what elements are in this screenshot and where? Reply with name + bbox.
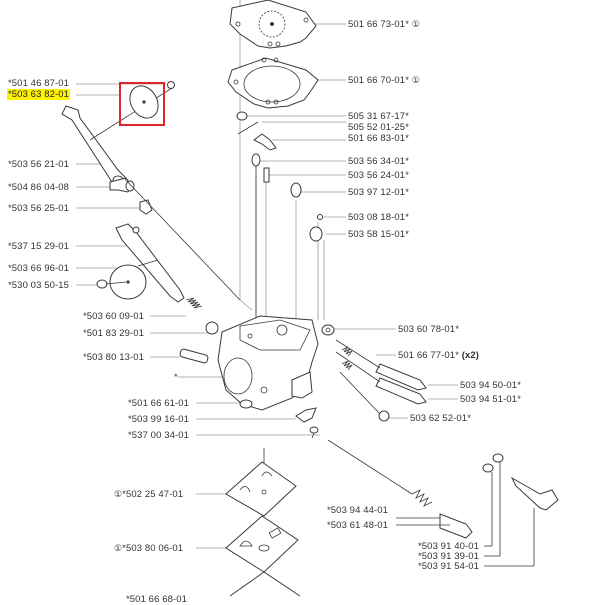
part-number: 501 66 73-01* <box>348 19 409 30</box>
part-label[interactable]: 503 08 18-01* <box>348 212 409 223</box>
part-label[interactable]: *503 66 96-01 <box>8 263 69 274</box>
part-label[interactable]: 501 66 73-01* ① <box>348 19 420 30</box>
part-label-highlighted[interactable]: *503 63 82-01 <box>7 89 70 100</box>
quantity: (x2) <box>461 350 480 361</box>
part-label[interactable]: 505 52 01-25* <box>348 122 409 133</box>
part-label[interactable]: *503 56 25-01 <box>8 203 69 214</box>
lever-and-disc-part <box>96 223 219 364</box>
metering-lever-part <box>61 87 241 301</box>
part-number: 501 66 70-01* <box>348 75 409 86</box>
kit-mark-icon: ① <box>114 543 123 553</box>
part-label[interactable]: 501 66 77-01* (x2) <box>398 350 479 361</box>
leader-lines-left <box>76 83 320 549</box>
plug-and-clip-parts <box>239 399 319 439</box>
part-label[interactable]: 503 94 50-01* <box>460 380 521 391</box>
part-label[interactable]: 505 31 67-17* <box>348 111 409 122</box>
highlight-box <box>119 82 165 126</box>
part-label[interactable]: *503 91 39-01 <box>418 551 479 562</box>
fuel-pump-spring-parts <box>327 439 559 567</box>
part-label[interactable]: 503 56 24-01* <box>348 170 409 181</box>
part-label[interactable]: *501 83 29-01 <box>83 328 144 339</box>
part-label[interactable]: 501 66 70-01* ① <box>348 75 420 86</box>
part-label[interactable]: ①*502 25 47-01 <box>114 489 183 500</box>
part-label[interactable]: 503 56 34-01* <box>348 156 409 167</box>
part-label[interactable]: 503 97 12-01* <box>348 187 409 198</box>
kit-mark-icon: ① <box>411 75 420 85</box>
part-label[interactable]: *537 00 34-01 <box>128 430 189 441</box>
part-label[interactable]: *501 66 61-01 <box>128 398 189 409</box>
part-label[interactable]: 501 66 83-01* <box>348 133 409 144</box>
part-label[interactable]: *504 86 04-08 <box>8 182 69 193</box>
kit-mark-icon: ① <box>114 489 123 499</box>
gasket-part <box>227 57 319 109</box>
kit-mark-icon: ① <box>411 19 420 29</box>
part-label[interactable]: * <box>174 372 178 383</box>
part-label[interactable]: 503 62 52-01* <box>410 413 471 424</box>
screw-and-pin-parts <box>236 111 323 320</box>
part-label[interactable]: *503 80 13-01 <box>83 352 144 363</box>
leader-lines-right <box>239 0 458 419</box>
part-label[interactable]: *503 94 44-01 <box>327 505 388 516</box>
part-label[interactable]: *537 15 29-01 <box>8 241 69 252</box>
part-number: *502 25 47-01 <box>122 489 184 500</box>
adjusting-needles-parts <box>335 339 427 422</box>
part-number: *503 80 06-01 <box>122 543 184 554</box>
part-label[interactable]: *503 56 21-01 <box>8 159 69 170</box>
part-label[interactable]: 503 58 15-01* <box>348 229 409 240</box>
part-label[interactable]: *503 60 09-01 <box>83 311 144 322</box>
gasket-plate-parts <box>225 448 301 597</box>
part-label[interactable]: *503 91 54-01 <box>418 561 479 572</box>
part-label[interactable]: ①*503 80 06-01 <box>114 543 183 554</box>
part-label[interactable]: *503 61 48-01 <box>327 520 388 531</box>
part-label[interactable]: *530 03 50-15 <box>8 280 69 291</box>
part-label[interactable]: 503 94 51-01* <box>460 394 521 405</box>
carburetor-body-part <box>217 315 335 411</box>
part-number: 501 66 77-01* <box>398 350 459 361</box>
part-label[interactable]: *503 99 16-01 <box>128 414 189 425</box>
diaphragm-cover-part <box>229 0 317 49</box>
part-label[interactable]: 503 60 78-01* <box>398 324 459 335</box>
part-label[interactable]: *503 91 40-01 <box>418 541 479 552</box>
highlighted-diaphragm-part <box>119 81 175 126</box>
part-label[interactable]: *501 46 87-01 <box>8 78 69 89</box>
